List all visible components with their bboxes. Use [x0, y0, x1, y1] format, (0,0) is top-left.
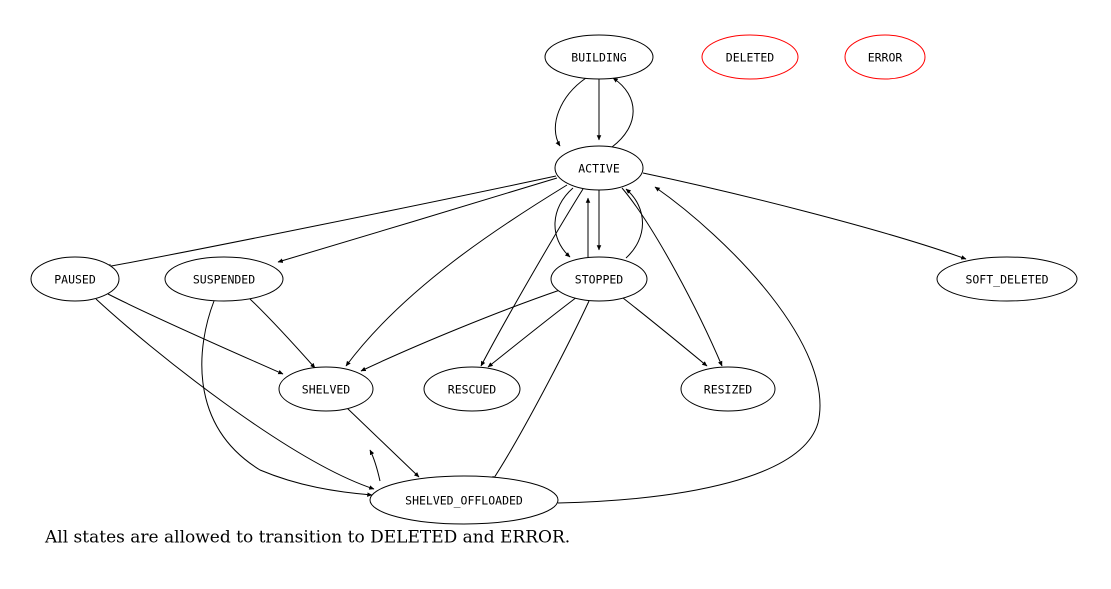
state-node-rescued[interactable]: RESCUED — [423, 366, 521, 412]
edge-active-to-soft_deleted — [642, 172, 967, 260]
node-label-shelved_offloaded: SHELVED_OFFLOADED — [405, 494, 523, 508]
edge-active-to-rescued — [480, 188, 584, 367]
edge-stopped-to-rescued — [487, 296, 578, 368]
state-node-building[interactable]: BUILDING — [544, 34, 654, 80]
node-label-stopped: STOPPED — [575, 273, 624, 287]
edge-shelved_offloaded-to-shelved — [369, 449, 381, 482]
edge-stopped-to-resized — [622, 297, 708, 367]
diagram-caption: All states are allowed to transition to … — [44, 528, 570, 548]
edge-active-to-active — [611, 77, 634, 148]
state-node-deleted[interactable]: DELETED — [701, 34, 799, 80]
node-label-paused: PAUSED — [54, 273, 96, 287]
state-node-paused[interactable]: PAUSED — [30, 256, 120, 302]
node-label-suspended: SUSPENDED — [193, 273, 255, 287]
node-label-building: BUILDING — [571, 51, 626, 65]
edge-suspended-to-shelved — [249, 298, 316, 369]
state-node-stopped[interactable]: STOPPED — [550, 256, 648, 302]
node-outline-paused — [30, 256, 120, 302]
edge-active-to-shelved — [345, 184, 568, 367]
node-outline-soft_deleted — [936, 256, 1078, 302]
edge-stopped-to-active — [625, 188, 643, 259]
nodes-layer: BUILDING DELETED ERROR ACTIVE PAUSED SUSPENDE… — [30, 34, 1078, 525]
state-node-error[interactable]: ERROR — [844, 34, 926, 80]
node-outline-active — [554, 145, 644, 191]
node-outline-rescued — [423, 366, 521, 412]
state-node-shelved_offloaded[interactable]: SHELVED_OFFLOADED — [369, 475, 559, 525]
edge-stopped-to-shelved — [360, 289, 561, 372]
edge-shelved-to-shelved_offloaded — [346, 407, 420, 478]
node-outline-building — [544, 34, 654, 80]
state-node-active[interactable]: ACTIVE — [554, 145, 644, 191]
edge-active-to-paused — [105, 175, 557, 269]
node-outline-shelved_offloaded — [369, 475, 559, 525]
node-outline-error — [844, 34, 926, 80]
edge-stopped-to-shelved_offloaded — [491, 300, 590, 482]
node-label-active: ACTIVE — [578, 162, 620, 176]
node-label-rescued: RESCUED — [448, 383, 497, 397]
edge-paused-to-shelved — [107, 293, 284, 375]
edge-suspended-to-shelved_offloaded — [201, 300, 373, 497]
node-outline-deleted — [701, 34, 799, 80]
state-node-resized[interactable]: RESIZED — [680, 366, 776, 412]
node-label-deleted: DELETED — [726, 51, 775, 65]
edge-active-to-suspended — [277, 177, 558, 263]
node-outline-stopped — [550, 256, 648, 302]
node-outline-resized — [680, 366, 776, 412]
node-outline-suspended — [164, 256, 284, 302]
node-label-shelved: SHELVED — [302, 383, 351, 397]
state-node-soft_deleted[interactable]: SOFT_DELETED — [936, 256, 1078, 302]
node-label-resized: RESIZED — [704, 383, 753, 397]
edge-active-to-stopped — [554, 187, 574, 258]
edge-building-to-active — [554, 77, 587, 147]
edges-layer — [95, 77, 967, 504]
state-node-suspended[interactable]: SUSPENDED — [164, 256, 284, 302]
edge-paused-to-shelved_offloaded — [95, 298, 375, 490]
edge-shelved_offloaded-to-active — [557, 186, 821, 504]
state-node-shelved[interactable]: SHELVED — [278, 366, 374, 412]
node-label-soft_deleted: SOFT_DELETED — [965, 273, 1048, 287]
edge-active-to-resized — [621, 187, 723, 367]
node-label-error: ERROR — [868, 51, 903, 65]
node-outline-shelved — [278, 366, 374, 412]
